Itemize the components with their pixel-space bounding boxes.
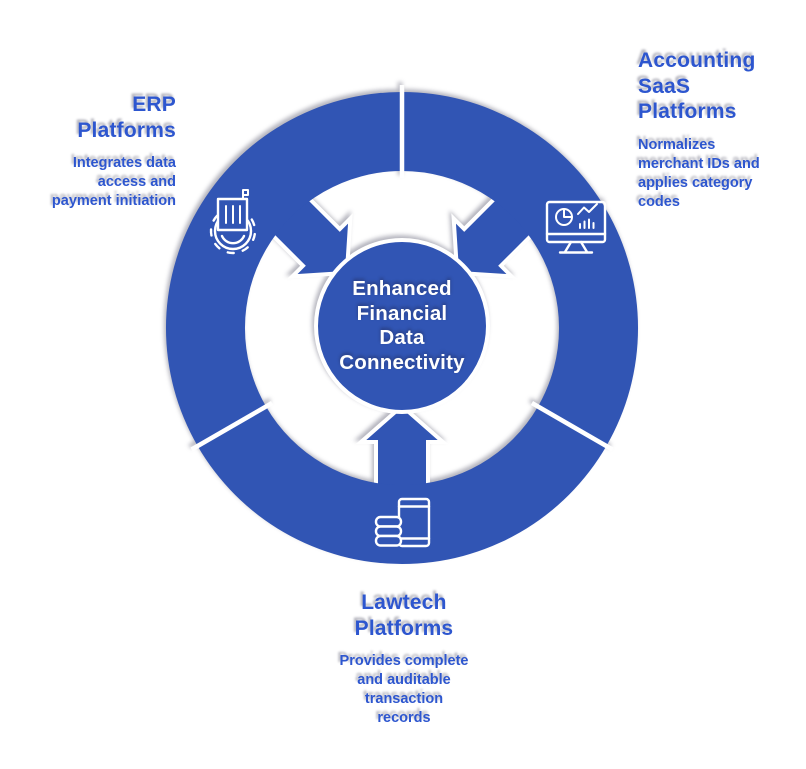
segment-divider-lower-left bbox=[190, 401, 274, 452]
ring-segment-erp bbox=[165, 92, 402, 446]
center-circle bbox=[314, 238, 490, 414]
ring-segment-accounting bbox=[402, 92, 639, 446]
ring-segment-lawtech bbox=[197, 406, 607, 565]
gear-factory-icon bbox=[209, 189, 257, 255]
analytics-monitor-icon bbox=[545, 200, 607, 254]
segment-divider-lower-right bbox=[530, 401, 614, 452]
cash-ledger-icon bbox=[374, 497, 431, 548]
